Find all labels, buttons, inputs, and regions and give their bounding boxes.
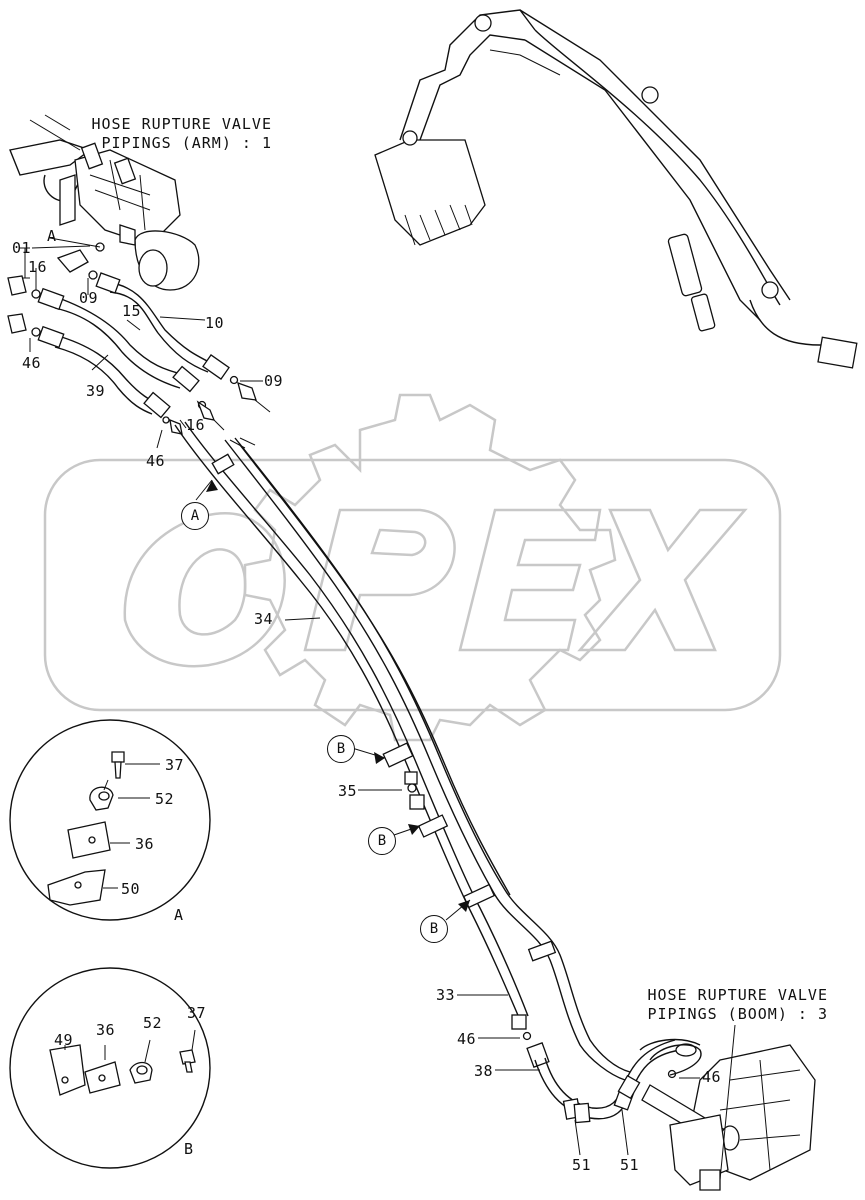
ref-marker-a: A xyxy=(181,502,209,530)
part-label-46a: 46 xyxy=(22,354,42,372)
detail-a-part-52: 52 xyxy=(155,790,175,808)
part-label-46b: 46 xyxy=(146,452,166,470)
part-label-a-top: A xyxy=(47,227,57,245)
hose-38 xyxy=(526,1038,701,1124)
ref-marker-b1: B xyxy=(327,735,355,763)
detail-a-graphic xyxy=(9,719,211,921)
boom-title-line2: PIPINGS (BOOM) : 3 xyxy=(647,1004,828,1023)
part-label-01: 01 xyxy=(12,239,32,257)
ref-marker-b3: B xyxy=(420,915,448,943)
detail-b-part-52: 52 xyxy=(143,1014,163,1032)
boom-valve-assembly xyxy=(641,1024,816,1191)
detail-a-caption: A xyxy=(174,906,184,924)
arm-title-line2: PIPINGS (ARM) : 1 xyxy=(101,133,272,152)
ref-arrows xyxy=(206,480,470,912)
main-pipes xyxy=(174,421,631,1081)
ref-marker-b2: B xyxy=(368,827,396,855)
hoses-upper xyxy=(37,272,271,435)
part-label-33: 33 xyxy=(436,986,456,1004)
detail-b-part-49: 49 xyxy=(54,1031,74,1049)
detail-b-part-37: 37 xyxy=(187,1004,207,1022)
part-label-15: 15 xyxy=(122,302,142,320)
arm-valve-assembly xyxy=(7,114,200,337)
watermark-graphic xyxy=(43,393,782,742)
part-label-09b: 09 xyxy=(264,372,284,390)
detail-b-graphic xyxy=(9,967,211,1169)
boom-title-line1: HOSE RUPTURE VALVE xyxy=(647,986,828,1004)
part-label-16b: 16 xyxy=(186,416,206,434)
detail-a-part-37: 37 xyxy=(165,756,185,774)
part-label-09a: 09 xyxy=(79,289,99,307)
arm-title-line1: HOSE RUPTURE VALVE xyxy=(91,115,272,133)
arm-title: HOSE RUPTURE VALVE PIPINGS (ARM) : 1 xyxy=(72,115,272,153)
boom-title: HOSE RUPTURE VALVE PIPINGS (BOOM) : 3 xyxy=(600,986,828,1024)
detail-a-part-50: 50 xyxy=(121,880,141,898)
part-label-16a: 16 xyxy=(28,258,48,276)
part-label-34: 34 xyxy=(254,610,274,628)
detail-b-part-36: 36 xyxy=(96,1021,116,1039)
part-label-35: 35 xyxy=(338,782,358,800)
part-label-46c: 46 xyxy=(457,1030,477,1048)
detail-a-part-36: 36 xyxy=(135,835,155,853)
part-label-38: 38 xyxy=(474,1062,494,1080)
part-label-46d: 46 xyxy=(702,1068,722,1086)
part-label-39: 39 xyxy=(86,382,106,400)
part-label-51a: 51 xyxy=(572,1156,592,1174)
part-label-51b: 51 xyxy=(620,1156,640,1174)
leader-lines xyxy=(29,245,700,1156)
detail-b-caption: B xyxy=(184,1140,194,1158)
part-label-10: 10 xyxy=(205,314,225,332)
excavator-overview xyxy=(374,9,858,369)
